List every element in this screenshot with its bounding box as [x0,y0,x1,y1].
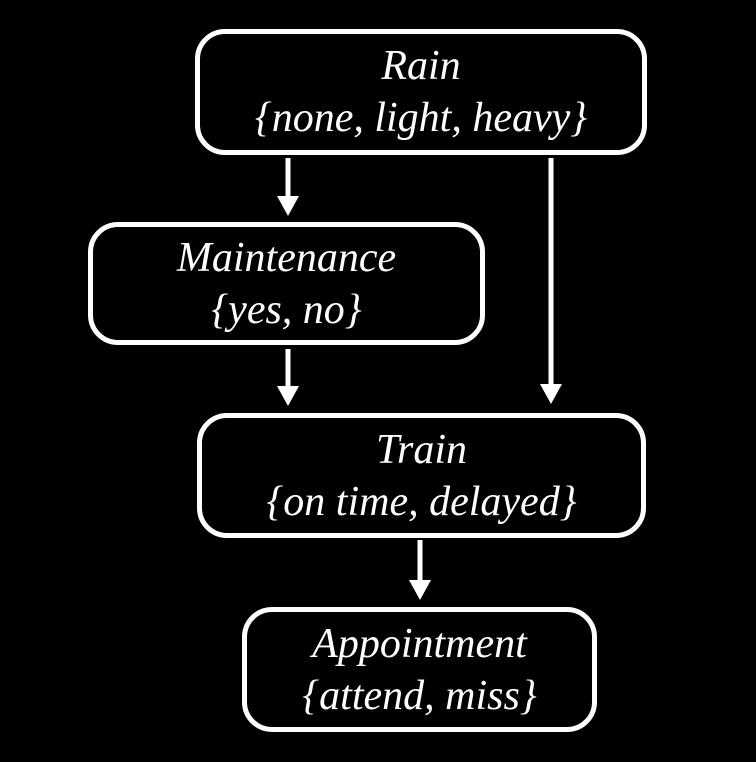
node-maintenance: Maintenance {yes, no} [88,222,485,345]
node-maintenance-label: Maintenance [176,234,397,281]
node-rain: Rain {none, light, heavy} [195,29,647,155]
edge-maintenance-to-train [277,349,299,406]
node-train-label: Train [375,426,468,473]
arrowhead-icon [540,384,562,404]
node-appointment-domain: {attend, miss} [302,672,537,719]
node-train: Train {on time, delayed} [197,413,646,538]
node-rain-label: Rain [381,43,461,89]
arrowhead-icon [409,580,431,600]
node-train-domain: {on time, delayed} [266,478,577,525]
arrowhead-icon [277,196,299,216]
edge-train-to-appointment [409,540,431,600]
edge-rain-to-maintenance [277,158,299,216]
node-maintenance-domain: {yes, no} [211,286,362,333]
node-rain-domain: {none, light, heavy} [254,95,588,141]
node-appointment: Appointment {attend, miss} [242,607,597,732]
node-appointment-label: Appointment [312,620,527,667]
arrowhead-icon [277,386,299,406]
edge-rain-to-train [540,158,562,404]
